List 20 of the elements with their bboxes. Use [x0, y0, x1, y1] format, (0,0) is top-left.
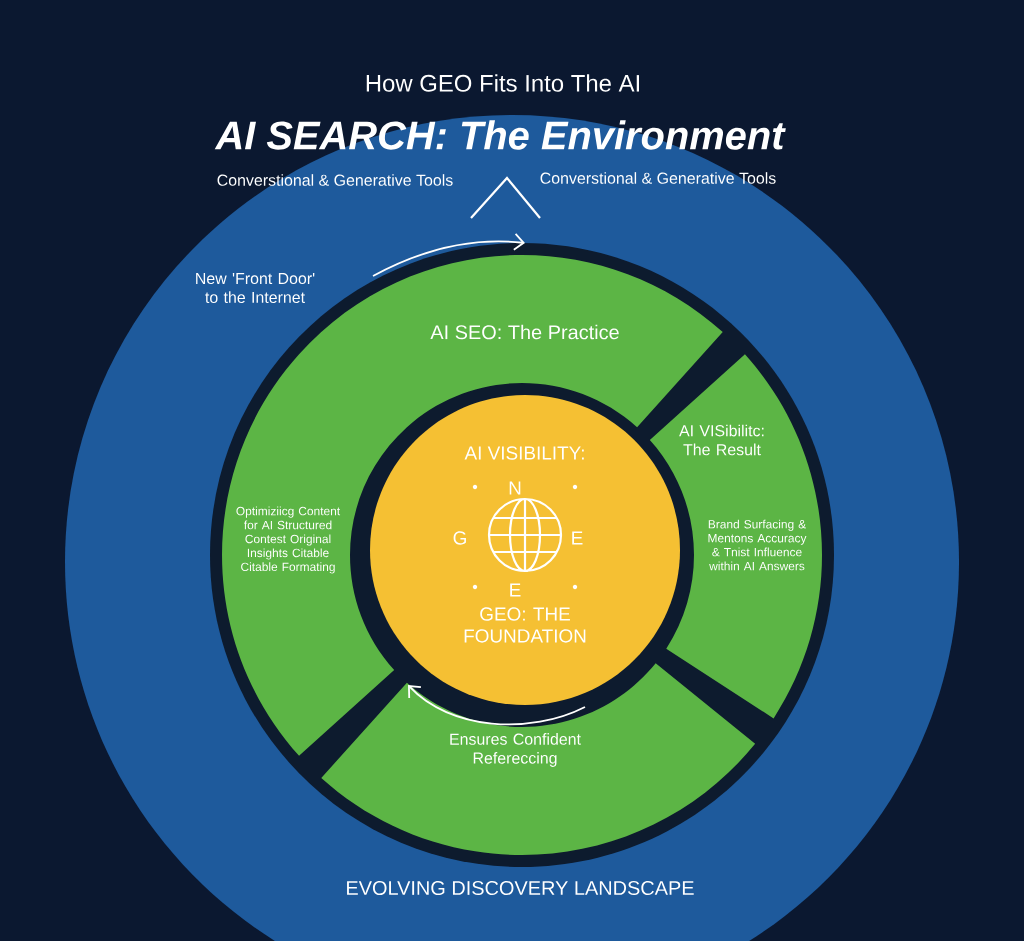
feature-list: Converstional & Generative Tools: [217, 174, 453, 186]
segment-text: Optimiziicg Content for AI Structured Contest Original Insights Citable Citable Formating: [236, 506, 341, 574]
segment-heading: AI VISibilitc: The Result: [679, 424, 764, 456]
core-heading: AI VISIBILITY:: [464, 446, 584, 460]
compass-letter: E: [572, 531, 583, 545]
feature-list: Converstional & Generative Tools: [540, 172, 776, 184]
ring-label: EVOLVING DISCOVERY LANDSCAPE: [347, 880, 694, 896]
note: New 'Front Door' to the Internet: [196, 272, 315, 304]
segment-text: Brand Surfacing & Mentons Accuracy & Tnist Influence within AI Answers: [708, 519, 807, 571]
compass-letter: N: [509, 481, 521, 495]
ring-segment: [321, 663, 756, 855]
compass-letter: G: [453, 531, 466, 545]
center-circle: [370, 395, 680, 705]
title: How GEO Fits Into The AI: [366, 74, 639, 92]
segment-heading: AI SEO: The Practice: [430, 324, 619, 340]
ring-segment: [649, 354, 822, 719]
heading: AI SEARCH: The Environment: [214, 120, 786, 150]
compass-letter: E: [510, 583, 521, 597]
segment-text: Ensures Confident Refereccing: [450, 733, 581, 767]
core-label: GEO: THE FOUNDATION: [464, 607, 586, 643]
